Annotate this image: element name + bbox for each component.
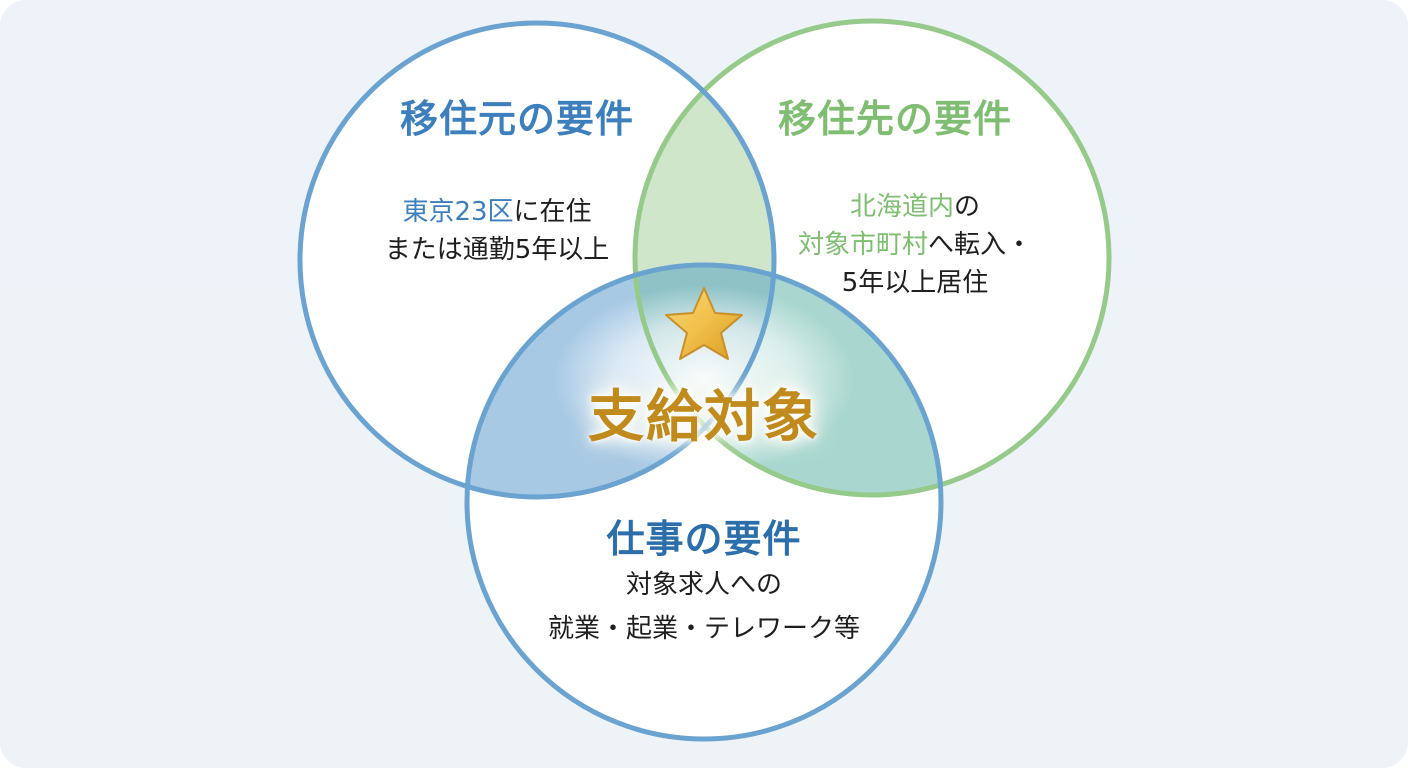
origin-line1-rest: に在住 bbox=[513, 197, 592, 227]
destination-circle-outline bbox=[632, 18, 1112, 498]
origin-highlight: 東京23区 bbox=[402, 197, 514, 227]
job-line1: 対象求人への bbox=[625, 570, 782, 600]
destination-highlight-1: 北海道内 bbox=[849, 192, 954, 222]
destination-line2-rest: へ転入・ bbox=[928, 230, 1033, 260]
destination-line3: 5年以上居住 bbox=[841, 268, 989, 298]
destination-line1-rest: の bbox=[954, 192, 981, 222]
destination-highlight-2: 対象市町村 bbox=[797, 230, 928, 260]
origin-body: 東京23区に在住 または通勤5年以上 bbox=[317, 193, 677, 269]
destination-title: 移住先の要件 bbox=[777, 97, 1012, 141]
job-circle-outline bbox=[464, 262, 944, 742]
origin-line2: または通勤5年以上 bbox=[384, 235, 610, 265]
job-body: 対象求人への 就業・起業・テレワーク等 bbox=[504, 563, 904, 651]
center-label: 支給対象 bbox=[588, 385, 820, 450]
job-line2: 就業・起業・テレワーク等 bbox=[547, 614, 860, 644]
star-icon bbox=[665, 287, 743, 360]
origin-circle-outline bbox=[297, 20, 777, 500]
job-title: 仕事の要件 bbox=[606, 517, 802, 561]
destination-body: 北海道内の 対象市町村へ転入・ 5年以上居住 bbox=[735, 188, 1095, 302]
origin-title: 移住元の要件 bbox=[399, 97, 634, 141]
